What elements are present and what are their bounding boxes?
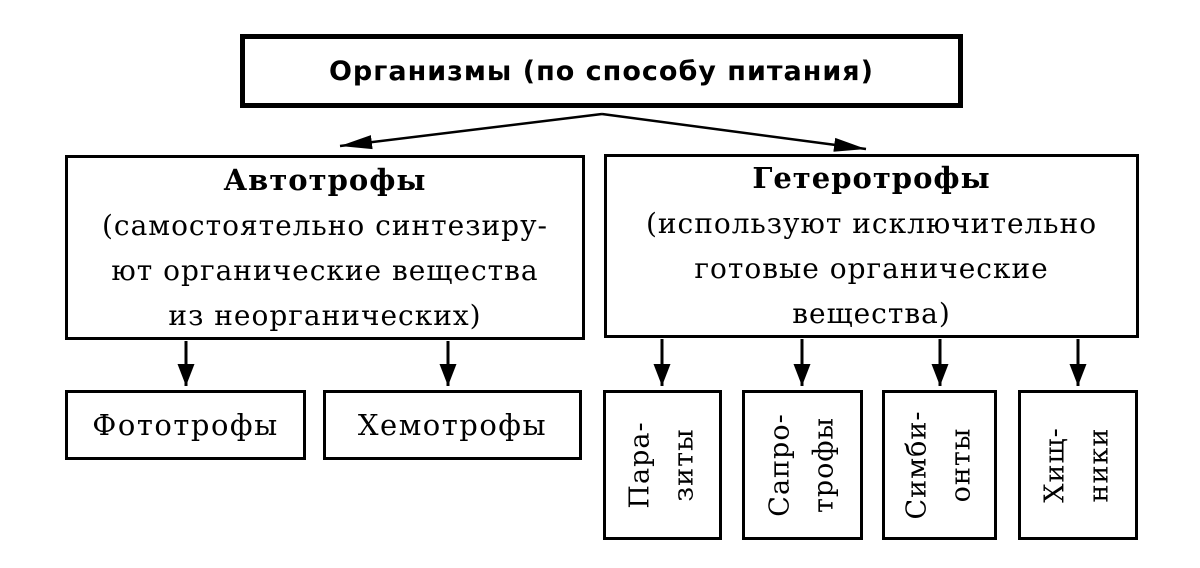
node-chemotrophs-label: Хемотрофы: [357, 408, 548, 442]
node-heterotrophs-desc-line: вещества): [792, 297, 951, 330]
node-organisms-label: Организмы (по способу питания): [328, 55, 874, 87]
node-saprotrophs-label-line: трофы: [808, 416, 840, 514]
arrow-root-to-autotrophs: [339, 112, 603, 150]
node-symbionts-label-line: онты: [945, 427, 977, 503]
node-heterotrophs-desc-line: готовые органические: [694, 252, 1049, 285]
node-symbionts-label-line: Симби-: [901, 410, 933, 520]
node-saprotrophs-label-line: Сапро-: [764, 413, 796, 517]
node-parasites-label-line: зиты: [668, 428, 700, 502]
node-autotrophs-desc-line: (самостоятельно синтезиру-: [102, 208, 548, 242]
node-predators-label: Хищ- ники: [1034, 427, 1122, 502]
node-parasites-label-line: Пара-: [624, 421, 656, 509]
node-predators-label-line: ники: [1083, 427, 1115, 503]
node-saprotrophs: Сапро- трофы: [742, 390, 863, 540]
node-phototrophs: Фототрофы: [65, 390, 306, 460]
node-organisms: Организмы (по способу питания): [240, 34, 963, 108]
node-parasites: Пара- зиты: [603, 390, 722, 540]
node-autotrophs-desc-line: ют органические вещества: [111, 253, 539, 287]
node-predators: Хищ- ники: [1018, 390, 1138, 540]
node-chemotrophs: Хемотрофы: [323, 390, 582, 460]
arrow-root-to-heterotrophs: [601, 112, 867, 152]
node-parasites-label: Пара- зиты: [619, 421, 707, 508]
node-heterotrophs-title: Гетеротрофы: [752, 161, 991, 195]
node-autotrophs: Автотрофы (самостоятельно синтезиру- ют …: [65, 155, 585, 340]
node-symbionts-label: Симби- онты: [896, 410, 984, 519]
node-phototrophs-label: Фототрофы: [92, 408, 279, 442]
node-autotrophs-desc-line: из неорганических): [168, 298, 482, 332]
node-heterotrophs: Гетеротрофы (используют исключительно го…: [604, 154, 1139, 338]
node-symbionts: Симби- онты: [882, 390, 997, 540]
node-predators-label-line: Хищ-: [1039, 427, 1071, 503]
node-heterotrophs-desc-line: (используют исключительно: [645, 207, 1098, 240]
node-autotrophs-title: Автотрофы: [223, 162, 427, 197]
node-saprotrophs-label: Сапро- трофы: [758, 413, 846, 516]
